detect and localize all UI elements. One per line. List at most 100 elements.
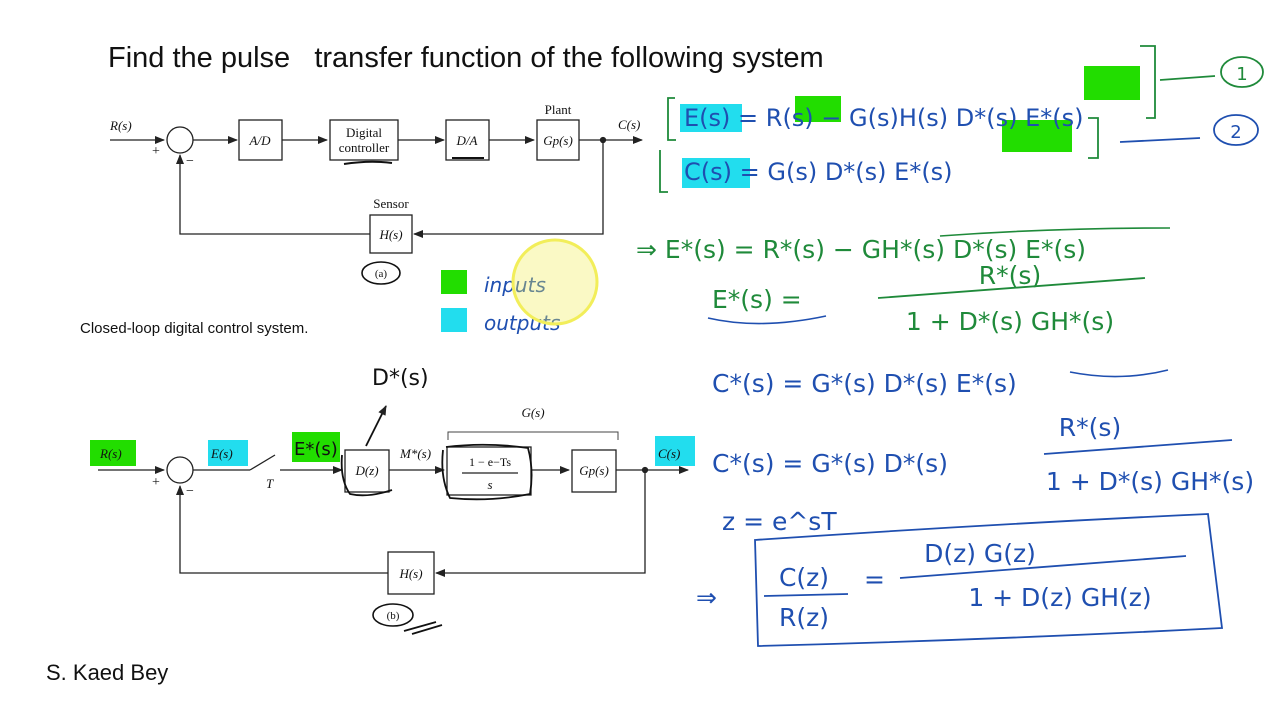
sampled-error-highlight-b (292, 432, 340, 462)
equation-4-fraction-bar (877, 277, 1146, 299)
tag-1-circle (1220, 56, 1264, 88)
final-lhs-denominator: R(z) (779, 603, 829, 632)
final-rhs-fraction-bar (899, 555, 1187, 579)
g-group-label: G(s) (521, 405, 544, 420)
tag-a-label: (a) (375, 268, 388, 280)
equation-4-denominator: 1 + D*(s) GH*(s) (906, 307, 1114, 336)
error-label-b: E(s) (210, 446, 233, 461)
equation-3: ⇒ E*(s) = R*(s) − GH*(s) D*(s) E*(s) (636, 235, 1086, 264)
tag-b-label: (b) (387, 610, 400, 622)
final-numerator: D(z) G(z) (924, 539, 1036, 568)
highlight-r-eq1 (795, 96, 841, 122)
sensor-label: H(s) (378, 227, 402, 242)
block-diagram-a (110, 119, 643, 285)
summing-junction-a (166, 126, 194, 154)
ink-underline-eq5 (1069, 369, 1169, 378)
highlight-estar-eq2 (1002, 120, 1072, 152)
minus-sign-a: − (186, 154, 194, 169)
equation-6-fraction-bar (1043, 439, 1233, 455)
da-block (445, 119, 490, 161)
highlight-estar-eq1 (1084, 66, 1140, 100)
dash-eq1-tag (1159, 75, 1216, 81)
equation-4-lhs: E*(s) = (712, 285, 802, 314)
dash-eq2-tag (1119, 137, 1201, 143)
tag-b-circle (372, 603, 414, 627)
final-denominator: 1 + D(z) GH(z) (968, 583, 1151, 612)
author-name: S. Kaed Bey (46, 660, 169, 685)
final-answer-frame (754, 513, 1224, 647)
bracket-eq2-left (659, 150, 668, 193)
equation-2: C(s) = G(s) D*(s) E*(s) (684, 158, 953, 186)
summing-junction-b (166, 456, 194, 484)
bracket-eq2-right (1088, 117, 1099, 159)
overline-gh-eq3 (939, 227, 1171, 237)
zoh-numerator: 1 − e−Ts (469, 455, 511, 469)
final-equals: = (864, 565, 885, 594)
input-label-b: R(s) (99, 446, 122, 461)
sensor-block (369, 214, 413, 254)
controller-block-b (344, 449, 390, 493)
sampler-period-label: T (266, 476, 274, 491)
tag-2-circle (1213, 114, 1259, 146)
block-diagram-b (98, 431, 689, 595)
output-label-a: C(s) (618, 117, 640, 132)
wire-feedback-to-sum-b (176, 485, 388, 574)
error-highlight-b (208, 440, 248, 466)
ad-label: A/D (249, 133, 272, 148)
g-group-bracket (447, 431, 619, 440)
tag-1-label: 1 (1236, 64, 1247, 85)
plant-block-b (571, 449, 617, 493)
ink-underline-controller (343, 160, 393, 165)
plant-label: Gp(s) (543, 133, 573, 148)
bracket-eq1-right (1140, 45, 1156, 119)
controller-label-line2: controller (339, 140, 390, 155)
controller-label-b: D(z) (354, 463, 378, 478)
plus-sign-b: + (152, 475, 160, 490)
plus-sign-a: + (152, 144, 160, 159)
da-label: D/A (456, 133, 478, 148)
minus-sign-b: − (186, 484, 194, 499)
plant-header: Plant (545, 102, 572, 117)
tag-2-label: 2 (1230, 122, 1241, 143)
legend-outputs-swatch (441, 308, 467, 332)
equation-5: C*(s) = G*(s) D*(s) E*(s) (712, 369, 1017, 398)
wire-feedback-b (435, 470, 646, 577)
final-lhs-numerator: C(z) (779, 563, 829, 592)
dstar-annotation: D*(s) (372, 366, 429, 391)
ad-block (238, 119, 283, 161)
ink-controller-outline (340, 454, 393, 497)
slide-title: Find the pulse transfer function of the … (108, 42, 824, 74)
wire-feedback-to-sensor (413, 140, 604, 238)
controller-label-line1: Digital (346, 125, 382, 140)
sampler-switch (249, 454, 276, 471)
input-label-a: R(s) (109, 118, 132, 133)
output-highlight-b (655, 436, 695, 466)
final-answer-box: ⇒ C(z) R(z) = D(z) G(z) 1 + D(z) GH(z) (696, 513, 1224, 647)
equation-4-numerator: R*(s) (979, 261, 1041, 290)
equation-7: z = e^sT (722, 507, 837, 536)
input-highlight-b (90, 440, 136, 466)
sampled-error-label-b: E*(s) (294, 439, 338, 460)
bracket-eq1-left (667, 97, 676, 141)
output-label-b: C(s) (658, 446, 680, 461)
tag-a-circle (361, 261, 401, 285)
ink-tag-b-marks (403, 621, 443, 635)
digital-controller-block (329, 119, 399, 161)
equation-1: E(s) = R(s) − G(s)H(s) D*(s) E*(s) (684, 104, 1084, 132)
plant-label-b: Gp(s) (579, 463, 609, 478)
ink-underline-eq4 (707, 315, 827, 325)
feedback-label-b: H(s) (398, 566, 422, 581)
legend-inputs-swatch (441, 270, 467, 294)
final-lhs-fraction-bar (763, 593, 849, 597)
final-arrow: ⇒ (696, 583, 717, 612)
wire-sensor-to-sum (176, 154, 370, 235)
zoh-denominator: s (487, 477, 492, 492)
equation-6-lhs: C*(s) = G*(s) D*(s) (712, 449, 948, 478)
highlight-c-eq2 (682, 158, 750, 188)
mstar-label: M*(s) (399, 446, 431, 461)
ink-zoh-outline (441, 443, 533, 501)
equation-6-numerator: R*(s) (1059, 413, 1121, 442)
sensor-header: Sensor (373, 196, 409, 211)
equation-6-denominator: 1 + D*(s) GH*(s) (1046, 467, 1254, 496)
